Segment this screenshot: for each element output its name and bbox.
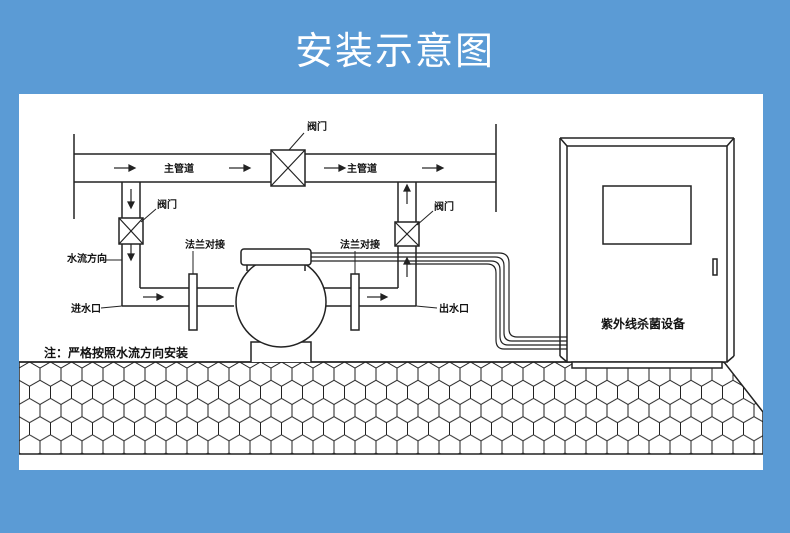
valve-top-label: 阀门 <box>307 120 327 133</box>
outlet-branch-pipe <box>359 182 417 307</box>
inlet-label: 进水口 <box>71 302 101 315</box>
flow-arrows <box>114 164 445 301</box>
flange-left-icon <box>188 273 234 331</box>
main-pipe-left-label: 主管道 <box>164 162 194 175</box>
valve-right-leader <box>416 210 434 226</box>
main-pipe-right-label: 主管道 <box>347 162 377 175</box>
diagram-panel: 主管道 主管道 阀门 阀门 阀门 法兰对接 法兰对接 水流方向 进水口 出水口 … <box>19 94 763 470</box>
inlet-branch-pipe <box>121 182 191 307</box>
installation-note: 注：严格按照水流方向安装 <box>44 345 188 360</box>
main-pipe <box>73 124 497 219</box>
valve-right-label: 阀门 <box>434 200 454 213</box>
valve-right-icon <box>394 221 420 247</box>
ground <box>19 361 763 455</box>
flange-left-label: 法兰对接 <box>185 238 225 251</box>
outlet-leader <box>415 305 438 309</box>
equipment-label: 紫外线杀菌设备 <box>601 316 686 331</box>
valve-top-leader <box>288 132 305 151</box>
inlet-leader <box>100 305 123 309</box>
valve-left-icon <box>118 217 144 245</box>
page-title: 安装示意图 <box>294 29 495 73</box>
uv-cabinet <box>559 137 735 369</box>
valve-left-label: 阀门 <box>157 198 177 211</box>
flange-right-label: 法兰对接 <box>340 238 380 251</box>
cable <box>311 252 567 350</box>
pump-icon <box>235 248 327 362</box>
valve-left-leader <box>140 208 157 223</box>
flow-direction-label: 水流方向 <box>66 252 107 265</box>
valve-top-icon <box>270 149 306 187</box>
installation-diagram: 主管道 主管道 阀门 阀门 阀门 法兰对接 法兰对接 水流方向 进水口 出水口 … <box>19 120 763 455</box>
outlet-label: 出水口 <box>439 302 469 315</box>
